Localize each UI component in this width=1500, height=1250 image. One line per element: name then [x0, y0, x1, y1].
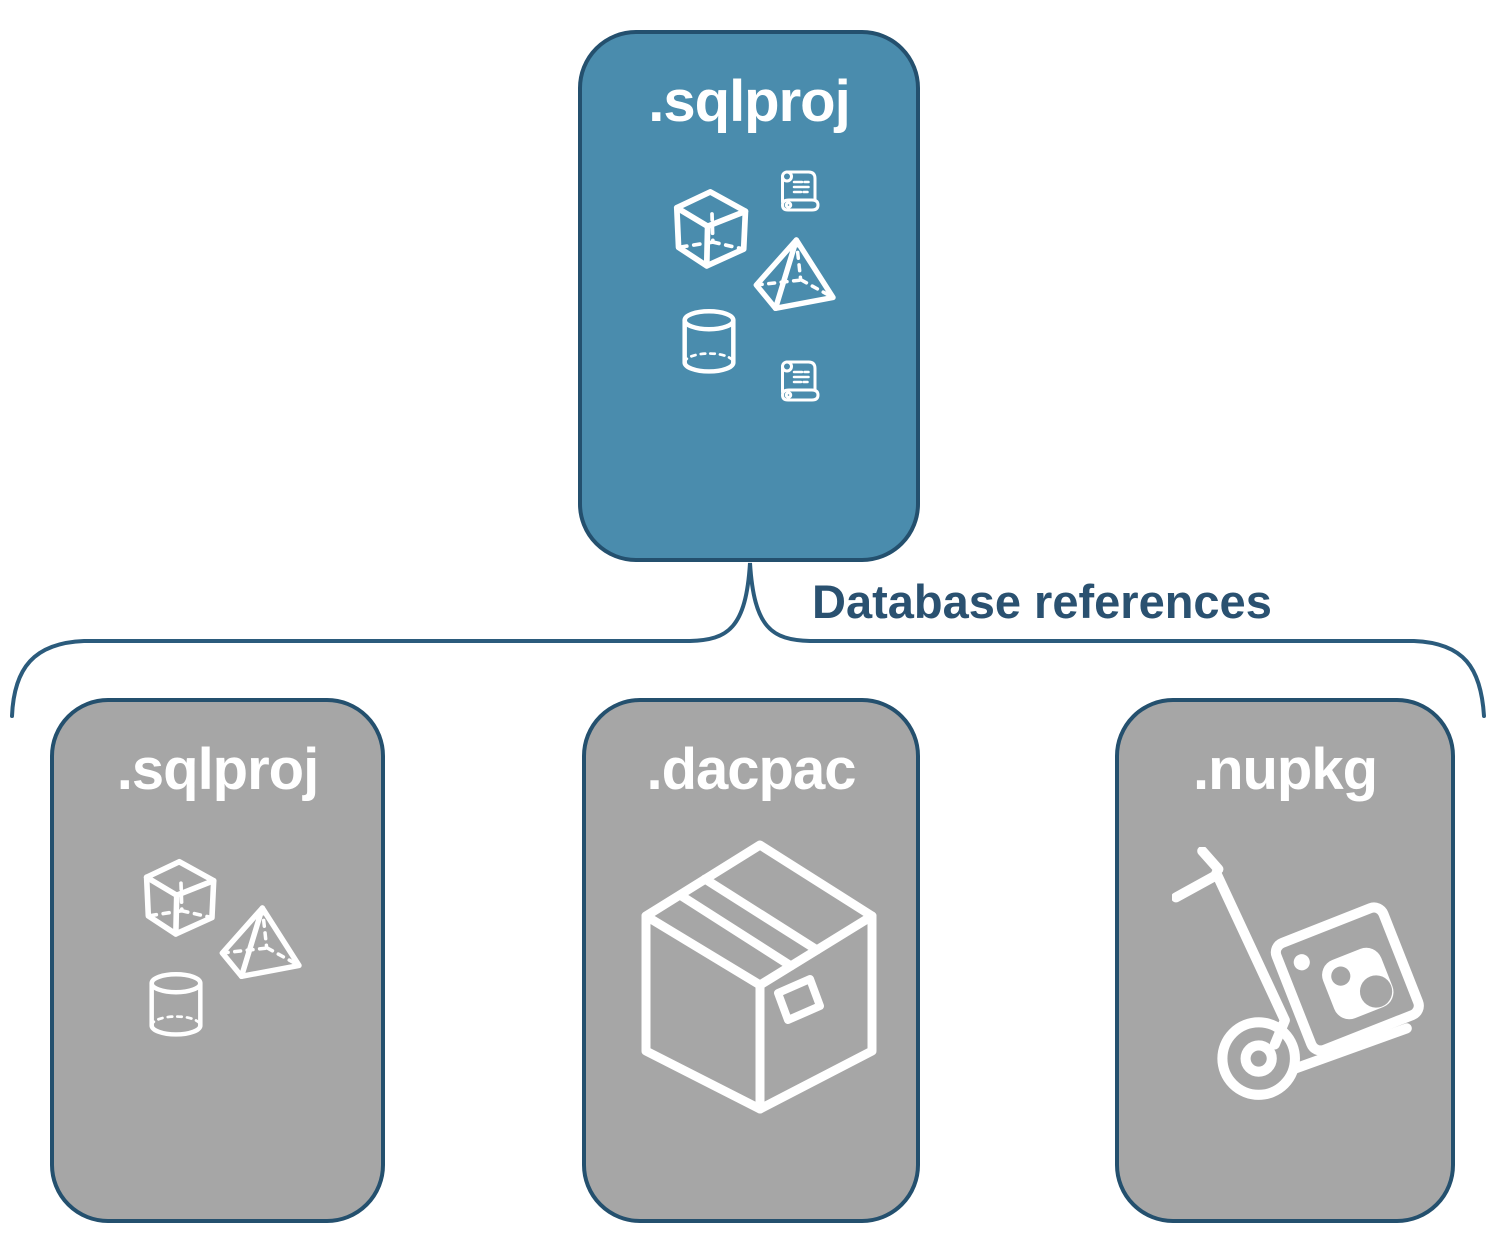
cylinder-icon: [149, 972, 203, 1037]
connector-label: Database references: [812, 575, 1272, 628]
child-node-label: .sqlproj: [116, 737, 319, 802]
root-node-label: .sqlproj: [648, 69, 850, 134]
root-node-sqlproj: .sqlproj: [578, 30, 920, 562]
scroll-icon: [781, 360, 820, 402]
cube-icon: [143, 858, 217, 937]
child-node-nupkg: .nupkg: [1115, 698, 1455, 1223]
child-node-label: .nupkg: [1192, 737, 1378, 802]
cylinder-icon: [682, 309, 736, 374]
hand-truck-package-icon: [1172, 847, 1424, 1100]
pyramid-icon: [219, 905, 302, 980]
scroll-icon: [781, 170, 820, 212]
child-node-sqlproj: .sqlproj: [50, 698, 385, 1223]
pyramid-icon: [753, 237, 836, 312]
child-node-dacpac: .dacpac: [582, 698, 920, 1223]
package-box-icon: [641, 840, 877, 1114]
child-node-label: .dacpac: [646, 737, 857, 802]
cube-icon: [673, 189, 749, 269]
